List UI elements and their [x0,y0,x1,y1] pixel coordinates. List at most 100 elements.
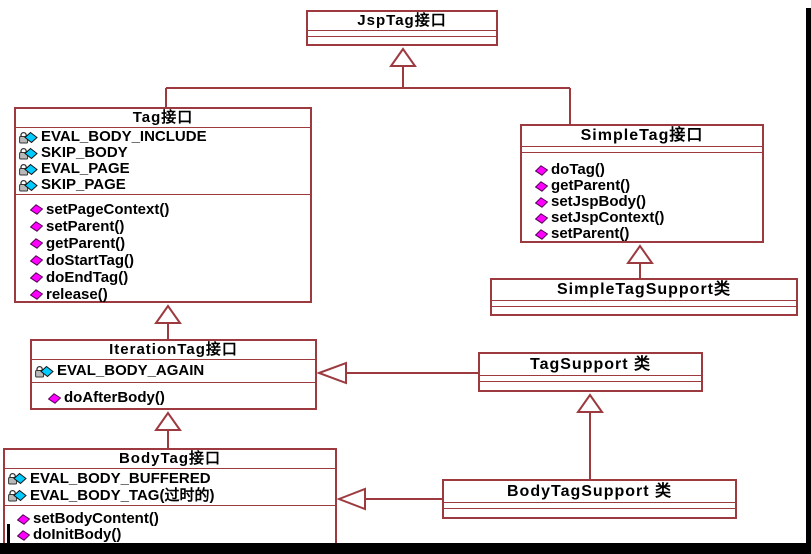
class-title-bodytagsupport: BodyTagSupport 类 [444,481,735,503]
method-row: getParent() [30,235,310,252]
fields-compartment-iterationtag: EVAL_BODY_AGAIN [32,360,315,383]
static-field-icon [19,163,38,175]
method-row: release() [30,286,310,303]
method-label: doInitBody() [33,527,122,543]
class-title-iterationtag: IterationTag接口 [32,341,315,360]
class-title-bodytag: BodyTag接口 [5,450,335,469]
method-row: setJspContext() [535,210,762,226]
public-method-icon [17,513,30,525]
field-row: EVAL_BODY_TAG(过时的) [7,487,335,504]
method-row: getParent() [535,178,762,194]
public-method-icon [17,529,30,541]
static-field-icon [19,131,38,143]
class-title-simpletag: SimpleTag接口 [522,126,762,147]
fields-compartment-empty [308,31,496,37]
methods-compartment-empty [444,509,735,516]
method-label: doTag() [551,162,605,178]
public-method-icon [535,228,548,240]
method-label: doStartTag() [46,252,135,269]
public-method-icon [30,221,43,232]
generalization-bodytag-to-iterationtag [154,411,182,448]
method-row: setParent() [535,226,762,242]
field-label: SKIP_BODY [41,145,128,161]
method-label: setParent() [46,218,125,235]
class-box-tagsupport: TagSupport 类 [478,352,703,392]
method-row: doStartTag() [30,252,310,269]
fields-compartment-empty [480,376,701,382]
field-label: EVAL_BODY_INCLUDE [41,129,207,145]
method-row: setPageContext() [30,201,310,218]
methods-compartment-empty [308,37,496,44]
field-row: SKIP_PAGE [18,177,310,193]
class-box-tag: Tag接口 EVAL_BODY_INCLUDE SKIP_BODY EVAL_P… [14,107,312,303]
generalization-simpletagsupport-to-simpletag [626,244,654,278]
class-title-jsptag: JspTag接口 [308,12,496,31]
public-method-icon [30,204,43,215]
class-title-tag: Tag接口 [16,109,310,128]
fields-compartment-empty [492,301,796,307]
screenshot-edge-bottom-left [7,524,10,546]
static-field-icon [35,365,54,377]
field-label: EVAL_BODY_AGAIN [57,363,205,379]
static-field-icon [8,472,27,485]
screenshot-edge-bottom [0,543,811,554]
static-field-icon [19,147,38,159]
public-method-icon [30,238,43,249]
public-method-icon [30,289,43,300]
generalization-bodytagsupport-to-bodytag [336,487,443,511]
method-label: doAfterBody() [64,390,165,406]
public-method-icon [535,180,548,192]
field-row: SKIP_BODY [18,145,310,161]
fields-compartment-empty [522,147,762,153]
public-method-icon [30,272,43,283]
method-label: setPageContext() [46,201,170,218]
methods-compartment-bodytag: setBodyContent() doInitBody() [5,506,335,543]
method-label: getParent() [46,235,126,252]
method-row: doEndTag() [30,269,310,286]
fields-compartment-bodytag: EVAL_BODY_BUFFERED EVAL_BODY_TAG(过时的) [5,469,335,506]
field-label: SKIP_PAGE [41,177,126,193]
methods-compartment-empty [480,382,701,389]
static-field-icon [19,179,38,191]
static-field-icon [8,489,27,502]
methods-compartment-empty [492,307,796,314]
method-label: setBodyContent() [33,511,159,527]
generalization-bodytagsupport-to-tagsupport [576,393,604,479]
method-row: doAfterBody() [48,390,315,406]
methods-compartment-tag: setPageContext() setParent() getParent()… [16,195,310,303]
class-box-bodytag: BodyTag接口 EVAL_BODY_BUFFERED EVAL_BODY_T… [3,448,337,548]
generalization-iterationtag-to-tag [154,304,182,339]
method-label: doEndTag() [46,269,129,286]
method-label: setJspContext() [551,210,665,226]
field-row: EVAL_BODY_BUFFERED [7,470,335,487]
method-row: doInitBody() [17,527,335,543]
field-row: EVAL_PAGE [18,161,310,177]
class-box-simpletagsupport: SimpleTagSupport类 [490,278,798,316]
public-method-icon [48,392,61,404]
fields-compartment-empty [444,503,735,509]
field-row: EVAL_BODY_INCLUDE [18,129,310,145]
public-method-icon [535,196,548,208]
field-label: EVAL_BODY_BUFFERED [30,470,211,487]
method-row: setJspBody() [535,194,762,210]
method-row: setParent() [30,218,310,235]
class-title-simpletagsupport: SimpleTagSupport类 [492,280,796,301]
class-box-bodytagsupport: BodyTagSupport 类 [442,479,737,519]
field-label: EVAL_PAGE [41,161,130,177]
generalization-tagsupport-to-iterationtag [316,361,478,385]
method-row: doTag() [535,162,762,178]
public-method-icon [30,255,43,266]
public-method-icon [535,164,548,176]
class-title-tagsupport: TagSupport 类 [480,354,701,376]
public-method-icon [535,212,548,224]
field-label: EVAL_BODY_TAG(过时的) [30,487,215,504]
method-label: setParent() [551,226,630,242]
class-box-jsptag: JspTag接口 [306,10,498,46]
method-row: setBodyContent() [17,511,335,527]
screenshot-edge-right [806,8,811,554]
method-label: setJspBody() [551,194,647,210]
method-label: getParent() [551,178,631,194]
fields-compartment-tag: EVAL_BODY_INCLUDE SKIP_BODY EVAL_PAGE SK… [16,128,310,195]
class-box-simpletag: SimpleTag接口 doTag() getParent() setJspBo… [520,124,764,243]
